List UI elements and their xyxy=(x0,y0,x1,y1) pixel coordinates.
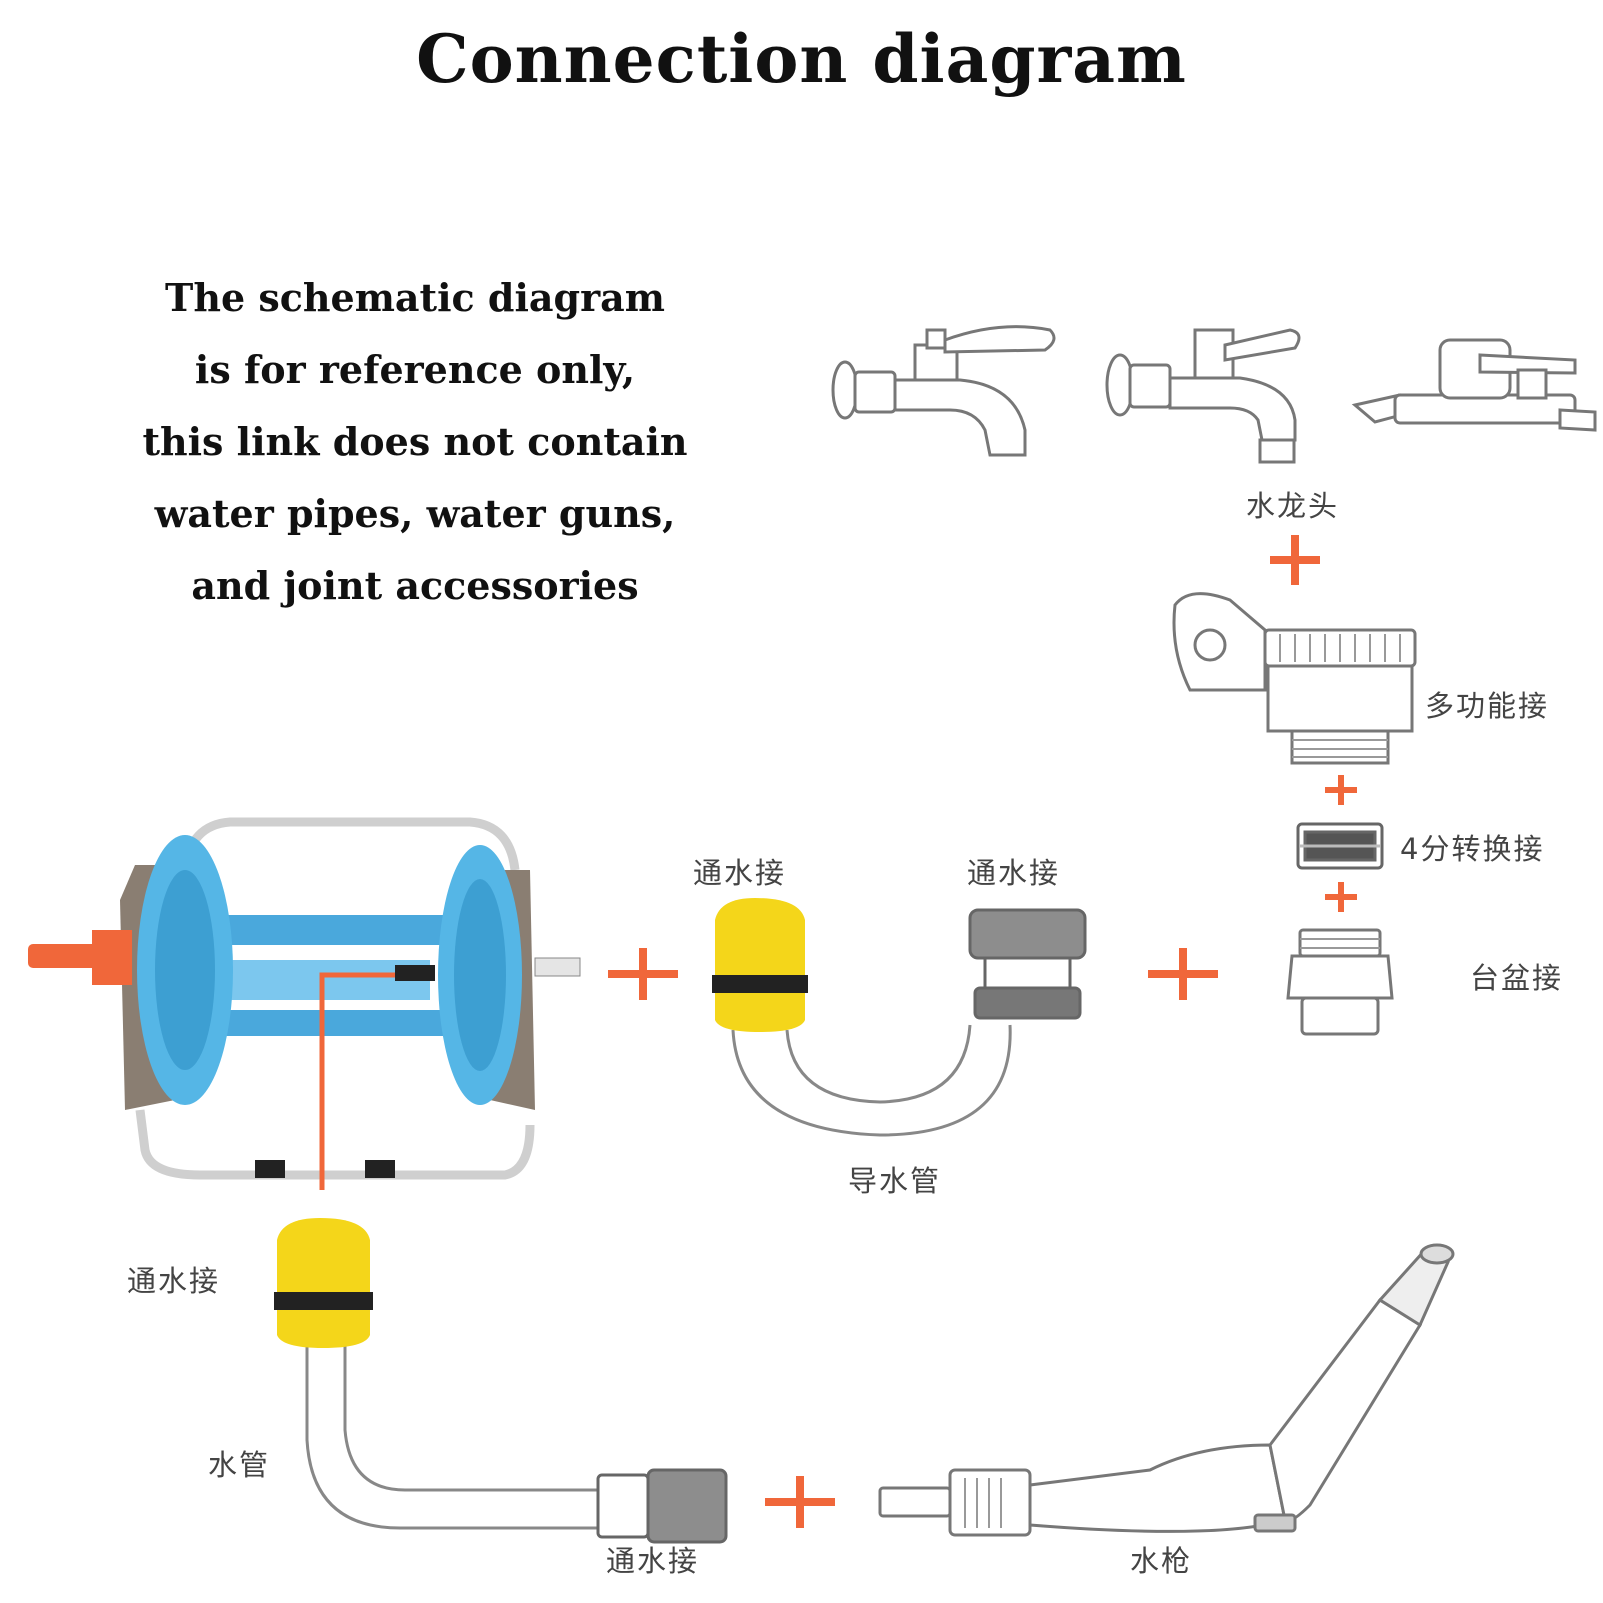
note-line-1: The schematic diagram xyxy=(165,275,665,320)
water-hose xyxy=(305,1345,600,1530)
multifunction-adapter xyxy=(1172,592,1417,765)
hose-connector-gray xyxy=(596,1468,728,1544)
connector-label: 通水接 xyxy=(967,856,1061,890)
plus-icon xyxy=(1325,775,1357,805)
quick-connector-yellow xyxy=(274,1218,373,1348)
faucet-label: 水龙头 xyxy=(1246,489,1340,523)
plus-icon xyxy=(765,1476,835,1528)
plus-icon xyxy=(1325,882,1357,912)
plus-icon xyxy=(1270,535,1320,585)
note-line-3: this link does not contain xyxy=(142,419,688,464)
link-line xyxy=(319,972,395,1190)
note-line-5: and joint accessories xyxy=(191,563,639,608)
note-line-2: is for reference only, xyxy=(194,347,636,392)
water-gun xyxy=(878,1243,1455,1537)
quick-connector-gray xyxy=(968,908,1087,1020)
plus-icon xyxy=(1148,948,1218,1000)
guide-hose-label: 导水管 xyxy=(848,1164,942,1198)
wall-faucet-1 xyxy=(831,325,1056,457)
connector-label: 通水接 xyxy=(127,1264,221,1298)
water-hose-label: 水管 xyxy=(208,1448,271,1482)
diagram-title: Connection diagram xyxy=(416,20,1187,98)
wall-mixer-faucet xyxy=(1351,338,1597,432)
basin-adapter-label: 台盆接 xyxy=(1470,961,1564,995)
basin-adapter xyxy=(1286,928,1394,1036)
plus-icon xyxy=(608,948,678,1000)
water-gun-label: 水枪 xyxy=(1130,1544,1193,1578)
connector-label: 通水接 xyxy=(693,856,787,890)
note-line-4: water pipes, water guns, xyxy=(154,491,676,536)
disclaimer-note: The schematic diagram is for reference o… xyxy=(95,262,735,622)
wall-faucet-2 xyxy=(1105,328,1301,464)
conversion-adapter xyxy=(1296,822,1384,870)
guide-hose xyxy=(731,1024,1012,1137)
quick-connector-yellow xyxy=(712,898,808,1032)
multi-adapter-label: 多功能接 xyxy=(1425,689,1550,723)
conversion-adapter-label: 4分转换接 xyxy=(1400,832,1545,866)
hose-reel xyxy=(28,817,581,1180)
connector-label: 通水接 xyxy=(606,1544,700,1578)
